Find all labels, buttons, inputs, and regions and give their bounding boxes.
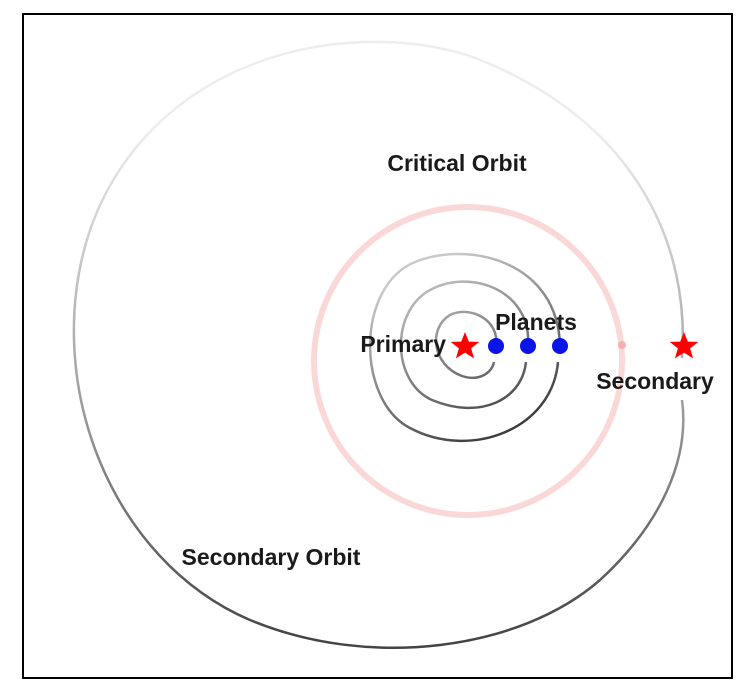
planet-3 [552, 338, 568, 354]
planet-orbit-inner [434, 310, 498, 379]
planets-label: Planets [495, 309, 577, 335]
planet-2 [520, 338, 536, 354]
critical-orbit-label: Critical Orbit [387, 150, 527, 176]
planet-1 [488, 338, 504, 354]
planet-orbit-outer [368, 252, 562, 443]
secondary-orbit-label: Secondary Orbit [182, 544, 361, 570]
planet-orbit-middle [399, 280, 530, 410]
critical-orbit-ring [311, 204, 625, 518]
critical-orbit-marker [618, 341, 626, 349]
primary-star-icon [450, 332, 480, 359]
secondary-label: Secondary [596, 368, 714, 394]
secondary-star-icon [669, 332, 699, 359]
primary-label: Primary [360, 331, 446, 357]
secondary-orbit-path [72, 40, 685, 649]
